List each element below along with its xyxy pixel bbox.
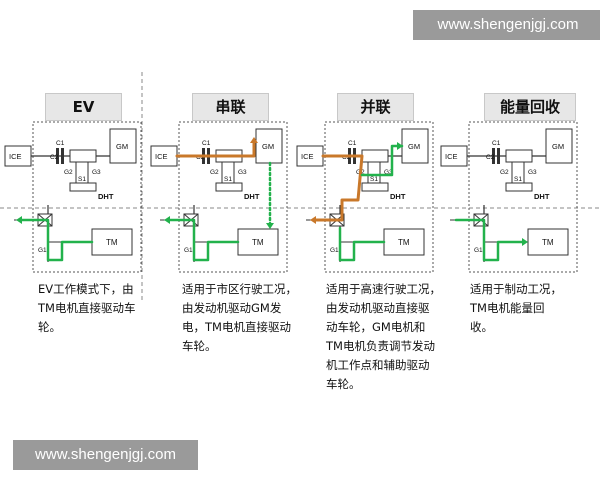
gm-box: [545, 128, 573, 164]
label-g3: G3: [92, 169, 101, 176]
label-c1: C1: [348, 140, 357, 147]
gm-label: GM: [408, 142, 420, 151]
ice-label: ICE: [301, 152, 314, 161]
desc-line: 由发动机驱动GM发: [182, 301, 282, 315]
label-dht: DHT: [244, 192, 260, 201]
label-s1: S1: [514, 176, 522, 183]
gear-lower: [361, 182, 389, 192]
mode-title-ev: EV: [45, 93, 122, 121]
label-dht: DHT: [390, 192, 406, 201]
flow-arrow-series-ice: [250, 137, 258, 143]
clutch-c1: [492, 148, 495, 164]
tm-label: TM: [252, 238, 264, 247]
tm-label: TM: [106, 238, 118, 247]
desc-line: 收。: [470, 320, 493, 334]
tm-label: TM: [542, 238, 554, 247]
label-dht: DHT: [98, 192, 114, 201]
desc-line: 动车轮，GM电机和: [326, 320, 426, 334]
label-g1: G1: [184, 247, 193, 254]
mode-desc-series: 适用于市区行驶工况， 由发动机驱动GM发 电，TM电机直接驱动 车轮。: [182, 280, 302, 356]
gm-box: [255, 128, 283, 164]
gm-label: GM: [552, 142, 564, 151]
label-c2: C2: [486, 154, 495, 161]
desc-line: 适用于高速行驶工况，: [326, 282, 441, 296]
flow-arrow-ev: [16, 216, 22, 224]
flow-arrow-series-gm: [266, 223, 274, 229]
label-g2: G2: [210, 169, 219, 176]
label-s1: S1: [78, 176, 86, 183]
desc-line: TM电机负责调节发动: [326, 339, 435, 353]
desc-line: 机工作点和辅助驱动: [326, 358, 430, 372]
dht-box: [32, 121, 142, 273]
mode-desc-regen: 适用于制动工况， TM电机能量回 收。: [470, 280, 590, 337]
label-g3: G3: [384, 169, 393, 176]
label-g2: G2: [500, 169, 509, 176]
label-c1: C1: [492, 140, 501, 147]
label-c1: C1: [202, 140, 211, 147]
flow-parallel-tm: [338, 226, 386, 262]
gm-label: GM: [262, 142, 274, 151]
dht-box: [178, 121, 288, 273]
label-g1: G1: [330, 247, 339, 254]
watermark-top: www.shengenjgj.com: [413, 10, 600, 40]
gear-lower: [69, 182, 97, 192]
label-g3: G3: [528, 169, 537, 176]
flow-arrow-parallel-ice: [310, 216, 316, 224]
ice-label: ICE: [445, 152, 458, 161]
flow-arrow-regen: [522, 238, 528, 246]
label-dht: DHT: [534, 192, 550, 201]
dht-box: [324, 121, 434, 273]
mode-title-series: 串联: [192, 93, 269, 121]
gear-lower: [505, 182, 533, 192]
desc-line: 适用于市区行驶工况，: [182, 282, 297, 296]
desc-line: EV工作模式下，由: [38, 282, 134, 296]
flow-regen: [454, 218, 526, 262]
flow-arrow-parallel-gm: [397, 142, 403, 150]
flow-parallel-ice: [312, 154, 364, 222]
mode-title-regen: 能量回收: [484, 93, 576, 121]
gm-box: [401, 128, 429, 164]
flow-ev-tm: [18, 218, 94, 262]
dht-box: [468, 121, 578, 273]
gear-block: [361, 149, 389, 163]
label-g1: G1: [474, 247, 483, 254]
tm-box: [237, 228, 279, 256]
gear-lower: [215, 182, 243, 192]
gear-block: [505, 149, 533, 163]
mode-desc-ev: EV工作模式下，由 TM电机直接驱动车轮。: [38, 280, 158, 337]
label-g3: G3: [238, 169, 247, 176]
label-c2: C2: [50, 154, 59, 161]
flow-arrow-series-tm: [164, 216, 170, 224]
ice-label: ICE: [9, 152, 22, 161]
desc-line: 由发动机驱动直接驱: [326, 301, 430, 315]
desc-line: TM电机能量回: [470, 301, 545, 315]
tm-box: [91, 228, 133, 256]
flow-series-tm: [166, 218, 240, 262]
label-s1: S1: [224, 176, 232, 183]
clutch-c2: [497, 148, 500, 164]
gm-box: [109, 128, 137, 164]
label-g1: G1: [38, 247, 47, 254]
gear-block: [69, 149, 97, 163]
flow-series-ice: [175, 138, 256, 158]
label-g2: G2: [64, 169, 73, 176]
label-c1: C1: [56, 140, 65, 147]
ice-label: ICE: [155, 152, 168, 161]
watermark-bottom: www.shengenjgj.com: [13, 440, 198, 470]
clutch-c2: [61, 148, 64, 164]
desc-line: TM电机直接驱动车轮。: [38, 301, 136, 334]
mode-desc-parallel: 适用于高速行驶工况， 由发动机驱动直接驱 动车轮，GM电机和 TM电机负责调节发…: [326, 280, 446, 394]
gm-label: GM: [116, 142, 128, 151]
desc-line: 适用于制动工况，: [470, 282, 562, 296]
tm-label: TM: [398, 238, 410, 247]
label-s1: S1: [370, 176, 378, 183]
clutch-c1: [56, 148, 59, 164]
desc-line: 车轮。: [326, 377, 361, 391]
mode-title-parallel: 并联: [337, 93, 414, 121]
desc-line: 车轮。: [182, 339, 217, 353]
desc-line: 电，TM电机直接驱动: [182, 320, 291, 334]
